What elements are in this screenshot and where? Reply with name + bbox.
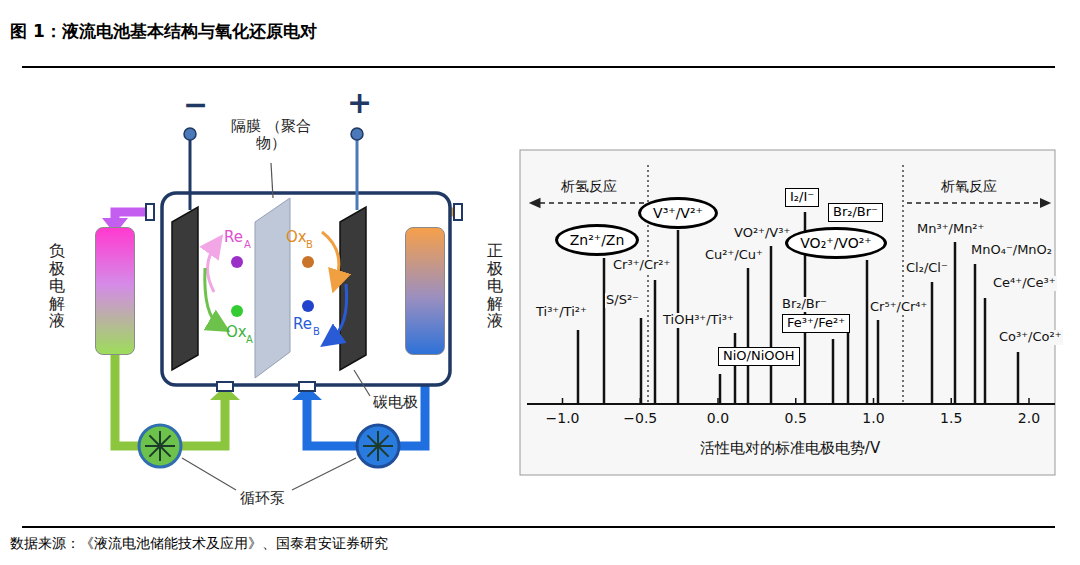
pump-blade [145, 445, 160, 447]
region-label: 析氢反应 [560, 178, 618, 194]
potential-spike [954, 242, 957, 404]
couple-text: V³⁺/V²⁺ [653, 205, 703, 221]
potential-spike [770, 246, 773, 404]
highlight-ellipse: V³⁺/V²⁺ [638, 197, 718, 229]
pump-blade [160, 445, 175, 447]
axis-tick [795, 398, 797, 404]
axis-tick-label: −1.0 [546, 410, 580, 426]
pump-blade [378, 445, 393, 447]
tank-label: 负极电解液 [49, 242, 65, 330]
highlight-ellipse: Zn²⁺/Zn [555, 224, 640, 256]
pump-blade [149, 435, 160, 446]
pump-blade [377, 431, 379, 446]
couple-label: VO²⁺/V³⁺ [733, 226, 791, 241]
couple-text: I₂/I⁻ [790, 190, 814, 205]
part-label: 循环泵 [240, 490, 285, 507]
potential-spike [603, 258, 606, 404]
potential-spike [866, 260, 869, 404]
species-label: Re [293, 316, 312, 333]
potential-spike [577, 330, 580, 404]
couple-label: Cr³⁺/Cr²⁺ [612, 258, 671, 273]
couple-label: MnO₄⁻/MnO₂ [970, 243, 1053, 258]
axis-tick-label: 0.5 [785, 410, 807, 426]
pump-blade [367, 446, 378, 457]
pump-blade [159, 446, 161, 461]
potential-spike [832, 339, 835, 404]
part-label: 碳电极 [373, 394, 418, 411]
axis-tick [717, 398, 719, 404]
axis-tick [873, 398, 875, 404]
pump-blade [159, 431, 161, 446]
region-label: 析氧反应 [940, 178, 998, 194]
couple-label: Cl₂/Cl⁻ [905, 261, 949, 276]
highlight-ellipse: VO₂⁺/VO²⁺ [785, 227, 886, 259]
pump-blade [149, 446, 160, 457]
electrolyte-tank: 负极电解液 [95, 227, 135, 355]
couple-label: Cr⁵⁺/Cr⁴⁺ [869, 300, 928, 315]
pump-blade [160, 435, 171, 446]
species-label: Ox [226, 324, 247, 341]
couple-label: Mn³⁺/Mn²⁺ [916, 222, 985, 237]
subscript: B [313, 326, 320, 338]
axis-tick [1028, 398, 1030, 404]
couple-box: NiO/NiOOH [718, 347, 800, 366]
axis-tick-label: 1.0 [862, 410, 884, 426]
pump-blade [160, 446, 171, 457]
potential-spike [1017, 352, 1020, 404]
species-label: Re [224, 229, 243, 246]
axis-tick [951, 398, 953, 404]
pump-blade [378, 435, 389, 446]
axis-tick-label: 0.0 [707, 410, 729, 426]
pump-blade [378, 446, 389, 457]
couple-text: Fe³⁺/Fe²⁺ [787, 316, 845, 331]
couple-text: NiO/NiOOH [723, 349, 795, 364]
subscript: B [306, 239, 313, 251]
couple-text: Zn²⁺/Zn [570, 232, 625, 248]
potential-spike [974, 264, 977, 404]
pump-blade [377, 446, 379, 461]
couple-label: Ce⁴⁺/Ce³⁺ [992, 276, 1057, 291]
potential-spike [747, 268, 750, 404]
terminal-sign: + [347, 86, 372, 121]
axis-tick-label: −0.5 [623, 410, 657, 426]
potential-spike [654, 280, 657, 404]
potential-spike [877, 320, 880, 404]
pump-blade [367, 435, 378, 446]
couple-label: Ti³⁺/Ti²⁺ [535, 305, 588, 320]
figure-title: 图 1：液流电池基本结构与氧化还原电对 [10, 22, 317, 42]
terminal-sign: − [183, 88, 208, 123]
couple-box: Fe³⁺/Fe²⁺ [782, 314, 850, 333]
source-caption: 数据来源：《液流电池储能技术及应用》、国泰君安证券研究 [10, 535, 388, 551]
couple-label: Cu²⁺/Cu⁺ [704, 248, 764, 263]
couple-text: VO₂⁺/VO²⁺ [800, 235, 871, 251]
subscript: A [246, 334, 253, 346]
tank-label: 正极电解液 [487, 242, 503, 330]
axis-tick [562, 398, 564, 404]
pump-blade [363, 445, 378, 447]
potential-spike [984, 298, 987, 404]
couple-box: I₂/I⁻ [785, 188, 819, 207]
potential-spike [931, 282, 934, 404]
axis-tick-label: 1.5 [940, 410, 962, 426]
electrolyte-tank: 正极电解液 [405, 227, 445, 355]
couple-label: Br₂/Br⁻ [781, 297, 828, 312]
potential-spike [719, 374, 722, 404]
potential-spike [734, 333, 737, 404]
membrane-label: 隔膜 （聚合物） [230, 118, 312, 153]
subscript: A [244, 239, 251, 251]
axis-title: 活性电对的标准电极电势/V [700, 440, 880, 457]
couple-text: Br₂/Br⁻ [833, 205, 878, 220]
couple-label: Co³⁺/Co²⁺ [998, 330, 1063, 345]
couple-label: S/S²⁻ [605, 293, 640, 308]
species-label: Ox [286, 229, 307, 246]
couple-label: TiOH³⁺/Ti³⁺ [662, 313, 735, 328]
potential-spike [640, 318, 643, 404]
couple-box: Br₂/Br⁻ [828, 203, 883, 222]
axis-tick-label: 2.0 [1018, 410, 1040, 426]
